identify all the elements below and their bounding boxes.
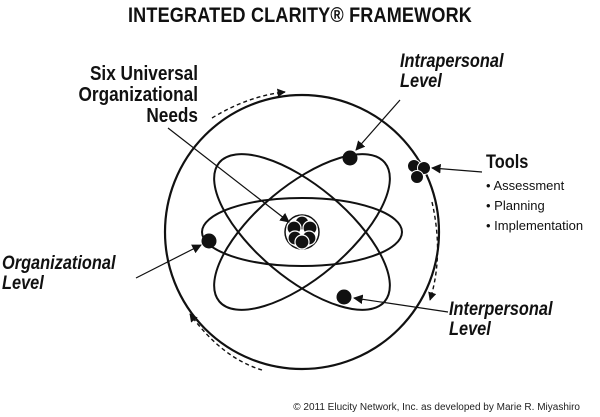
outer-circle [163, 93, 441, 371]
pointer-interpersonal [353, 294, 449, 313]
tools-title: Tools [486, 152, 529, 173]
label-intrapersonal-level: Intrapersonal Level [400, 51, 504, 92]
tools-cluster [407, 159, 431, 184]
tools-item: Assessment [486, 176, 583, 196]
electron-interpersonal [336, 289, 352, 305]
rotation-arrow-right [428, 201, 439, 301]
pointer-organizational [135, 244, 202, 279]
copyright-notice: © 2011 Elucity Network, Inc. as develope… [293, 402, 580, 413]
nucleus [284, 214, 320, 250]
diagram-title: INTEGRATED CLARITY® FRAMEWORK [127, 4, 473, 27]
tools-item: Implementation [486, 216, 583, 236]
label-interpersonal-level: Interpersonal Level [449, 299, 553, 340]
rotation-arrow-top [211, 88, 286, 119]
pointer-needs [167, 127, 290, 223]
rotation-arrow-bottom [189, 313, 263, 371]
electron-organizational [201, 233, 217, 249]
pointer-intrapersonal [355, 99, 401, 151]
electron-intrapersonal [342, 150, 358, 166]
pointer-tools [431, 163, 483, 174]
tools-item: Planning [486, 196, 583, 216]
label-organizational-level: Organizational Level [2, 253, 116, 294]
orbit-ascending [213, 153, 391, 311]
label-six-needs: Six Universal Organizational Needs [78, 63, 198, 127]
tools-list: Assessment Planning Implementation [486, 176, 583, 236]
orbit-horizontal [201, 197, 403, 267]
tools-legend: Tools Assessment Planning Implementation [486, 152, 583, 236]
orbit-descending [213, 153, 391, 311]
